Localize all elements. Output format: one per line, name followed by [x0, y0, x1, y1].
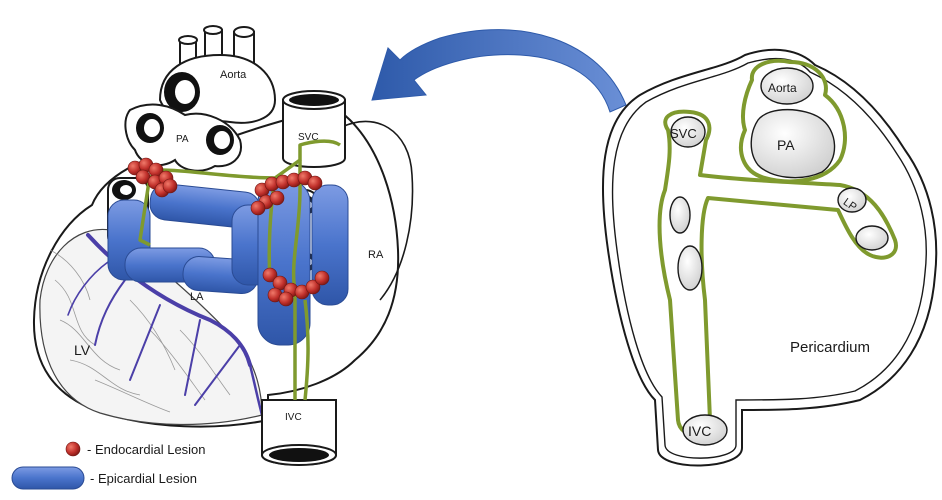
peri-svc-label: SVC	[670, 126, 697, 141]
pericardium-label: Pericardium	[790, 339, 870, 356]
aorta-label: Aorta	[220, 69, 247, 81]
endocardial-legend-swatch	[66, 442, 80, 456]
pa-label: PA	[176, 134, 189, 145]
lv-label: LV	[74, 342, 91, 358]
peri-pa-label: PA	[777, 137, 795, 153]
ivc-label: IVC	[285, 412, 302, 423]
legend: - Endocardial Lesion - Epicardial Lesion	[12, 442, 206, 489]
epicardial-legend-label: - Epicardial Lesion	[90, 471, 197, 486]
heart-diagram: Aorta PA SVC IVC	[34, 26, 413, 465]
peri-ivc-label: IVC	[688, 423, 711, 439]
transition-arrow	[372, 30, 626, 112]
endocardial-legend-label: - Endocardial Lesion	[87, 442, 206, 457]
ra-label: RA	[368, 249, 384, 261]
peri-aorta-label: Aorta	[768, 81, 797, 95]
la-label: LA	[190, 291, 204, 303]
epicardial-legend-swatch	[12, 467, 84, 489]
pericardium-diagram: Aorta PA SVC LP IVC Pericardium	[603, 50, 936, 466]
aorta-lumen	[164, 72, 200, 112]
